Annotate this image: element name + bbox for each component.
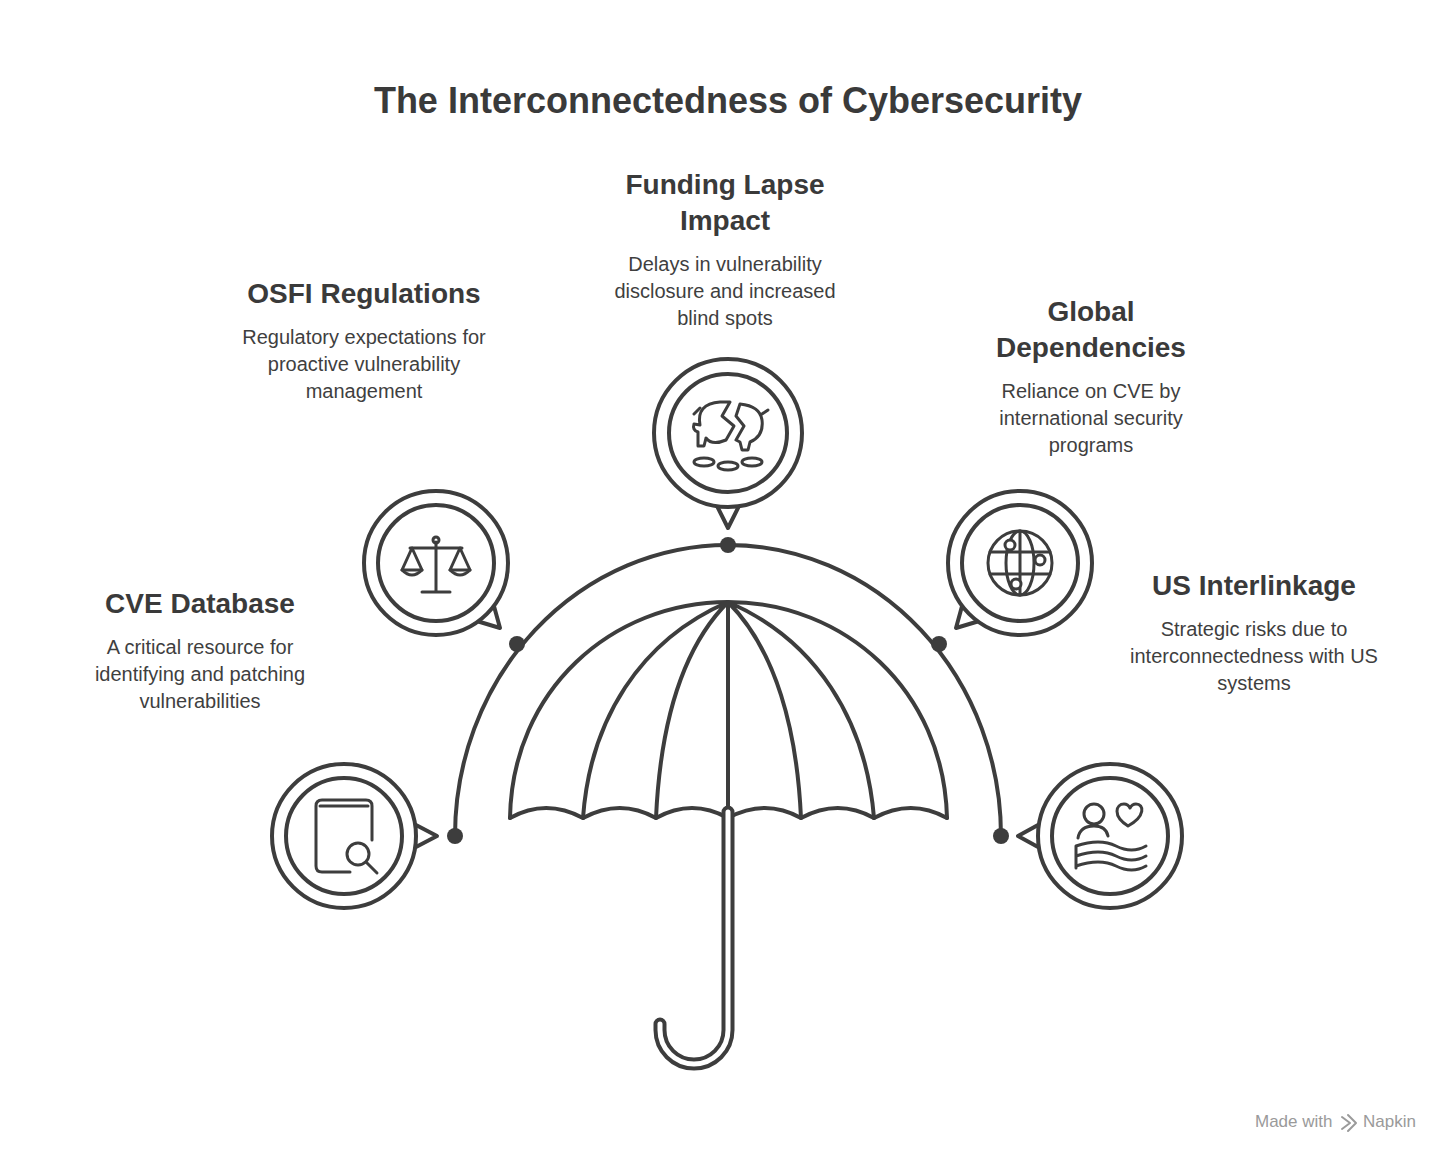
arc-dots	[447, 537, 1009, 844]
topic-node: Funding Lapse ImpactDelays in vulnerabil…	[575, 167, 875, 336]
person-heart-flag-icon	[1076, 804, 1146, 870]
node-heading: CVE Database	[80, 586, 320, 622]
node-heading: Global Dependencies	[971, 294, 1211, 366]
diagram-title: The Interconnectedness of Cybersecurity	[0, 80, 1456, 122]
umbrella-ribs	[583, 602, 874, 818]
node-heading: OSFI Regulations	[244, 276, 484, 312]
globe-network-icon	[988, 531, 1052, 595]
node-heading: US Interlinkage	[1134, 568, 1374, 604]
watermark-text: Made with	[1255, 1112, 1332, 1132]
napkin-logo	[1342, 1115, 1356, 1131]
topic-node: Global DependenciesReliance on CVE by in…	[946, 294, 1236, 463]
broken-piggy-bank-icon	[694, 402, 769, 470]
node-heading: Funding Lapse Impact	[605, 167, 845, 239]
umbrella-handle	[660, 812, 728, 1064]
node-description: Strategic risks due to interconnectednes…	[1128, 616, 1380, 697]
topic-node: OSFI RegulationsRegulatory expectations …	[219, 276, 509, 409]
node-description: Regulatory expectations for proactive vu…	[238, 324, 490, 405]
node-description: Delays in vulnerability disclosure and i…	[599, 251, 851, 332]
umbrella-canopy	[510, 602, 947, 818]
watermark-text: Napkin	[1363, 1112, 1416, 1132]
icon-bubbles	[272, 359, 1182, 908]
topic-node: CVE Database A critical resource for iden…	[55, 586, 345, 719]
document-search-icon	[316, 800, 377, 873]
connector-arc	[455, 545, 1001, 836]
node-description: Reliance on CVE by international securit…	[965, 378, 1217, 459]
topic-node: US InterlinkageStrategic risks due to in…	[1109, 568, 1399, 701]
scales-icon	[402, 537, 470, 592]
node-description: A critical resource for identifying and …	[74, 634, 326, 715]
umbrella	[455, 545, 1001, 836]
